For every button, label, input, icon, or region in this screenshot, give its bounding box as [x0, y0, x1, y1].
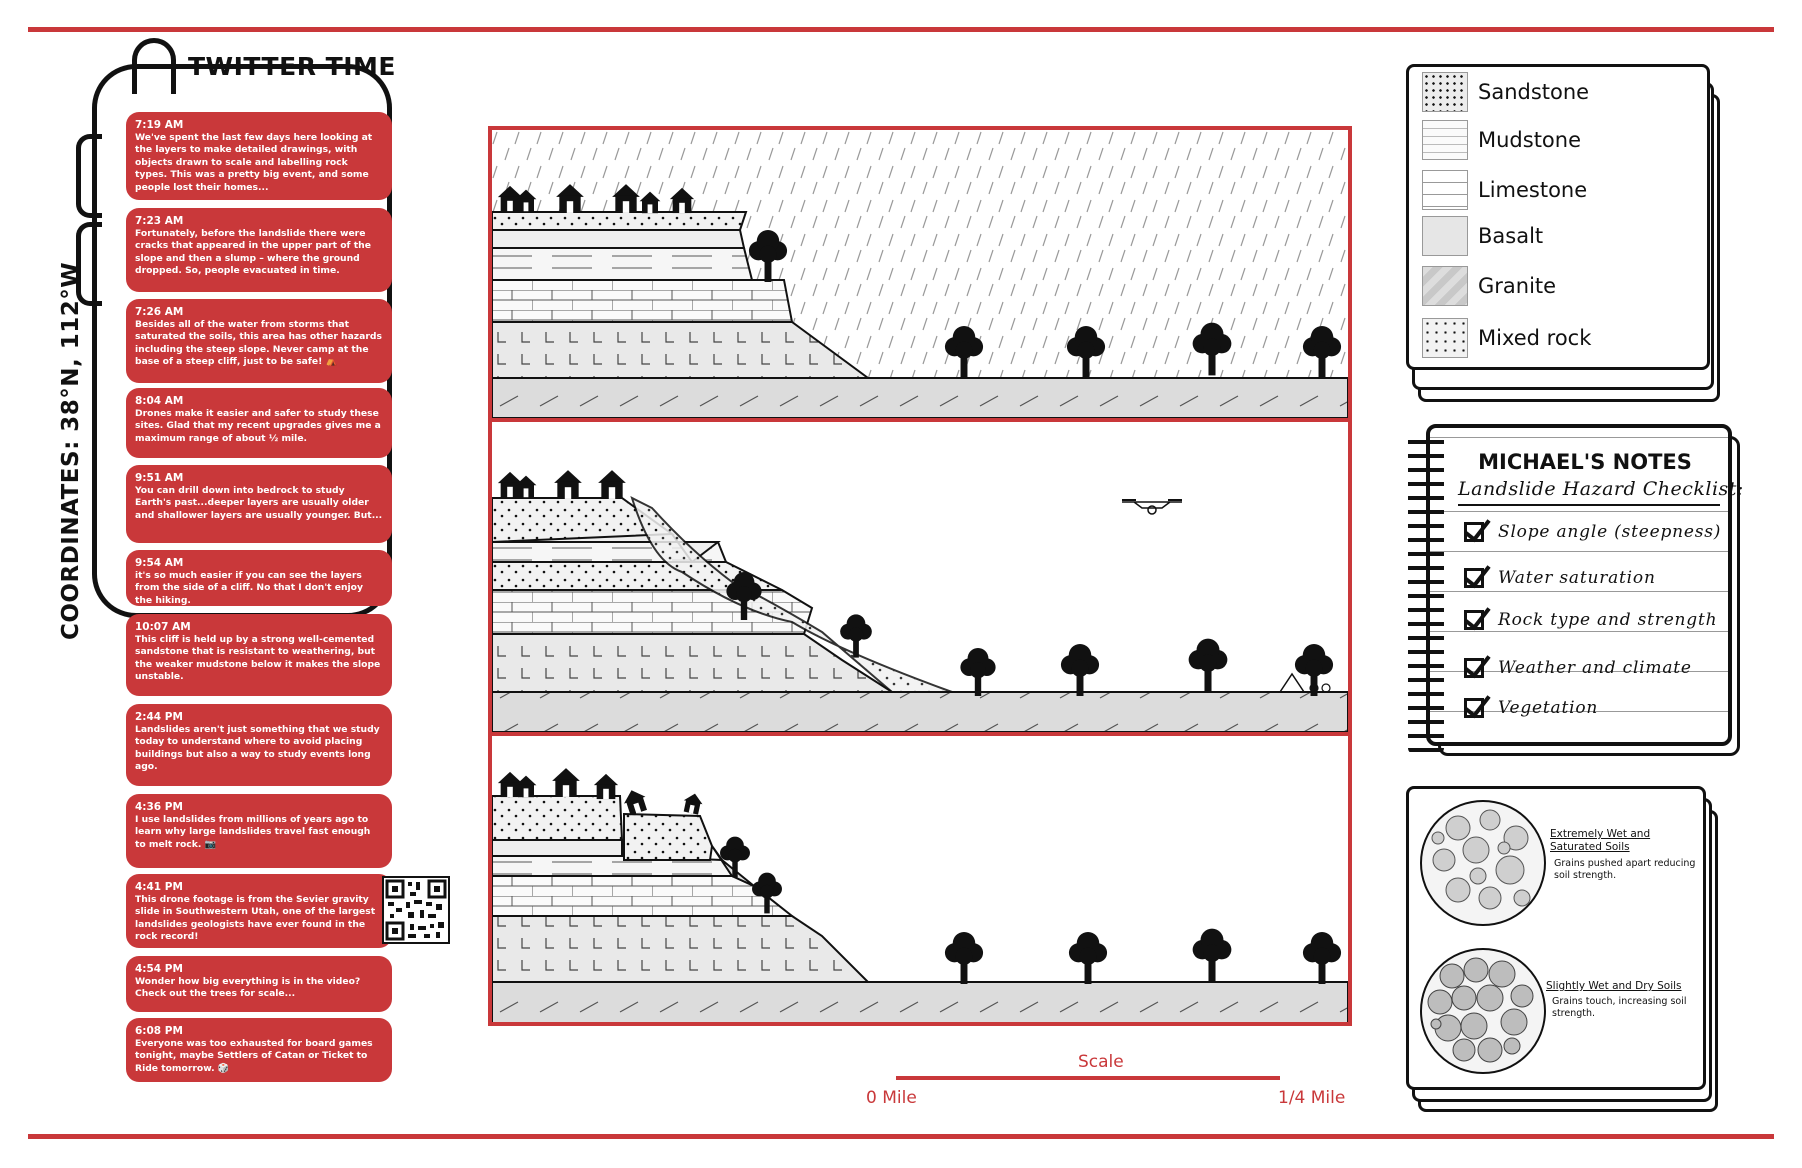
- tweet-text: I use landslides from millions of years …: [135, 814, 371, 850]
- legend-label: Limestone: [1478, 178, 1588, 202]
- scale-end-label: 1/4 Mile: [1278, 1088, 1346, 1108]
- wet-soil-diagram: [1420, 800, 1546, 926]
- panel-landslide: [492, 768, 1348, 1022]
- legend-label: Mixed rock: [1478, 326, 1592, 350]
- qr-code[interactable]: [382, 876, 450, 944]
- legend-label: Basalt: [1478, 224, 1544, 248]
- tweet-time: 9:54 AM: [135, 557, 184, 569]
- tweet-11[interactable]: 4:54 PM Wonder how big everything is in …: [126, 956, 392, 1012]
- tweet-1[interactable]: 7:19 AM We've spent the last few days he…: [126, 112, 392, 200]
- twitter-title: TWITTER TIME: [188, 52, 396, 81]
- granite-swatch-icon: [1422, 266, 1468, 306]
- legend-item-limestone: Limestone: [1422, 168, 1587, 212]
- checklist-item-slope: Slope angle (steepness): [1464, 522, 1721, 542]
- bottom-border-line: [28, 1134, 1774, 1139]
- tweet-text: Besides all of the water from storms tha…: [135, 319, 382, 368]
- tweet-time: 4:41 PM: [135, 881, 183, 893]
- tweet-time: 2:44 PM: [135, 711, 183, 723]
- notes-subtitle: Landslide Hazard Checklist:: [1458, 478, 1744, 500]
- legend-item-mixed-rock: Mixed rock: [1422, 316, 1591, 360]
- checklist-label: Water saturation: [1498, 568, 1656, 588]
- tweet-text: Landslides aren't just something that we…: [135, 724, 380, 773]
- legend-item-mudstone: Mudstone: [1422, 118, 1581, 162]
- tweet-2[interactable]: 7:23 AM Fortunately, before the landslid…: [126, 208, 392, 292]
- scale-title: Scale: [1078, 1052, 1124, 1072]
- tweet-time: 10:07 AM: [135, 621, 191, 633]
- sandstone-swatch-icon: [1422, 72, 1468, 112]
- tweet-12[interactable]: 6:08 PM Everyone was too exhausted for b…: [126, 1018, 392, 1082]
- tweet-10[interactable]: 4:41 PM This drone footage is from the S…: [126, 874, 392, 948]
- checked-box-icon: [1464, 522, 1484, 542]
- spiral-binding: [1408, 434, 1444, 754]
- landslide-sequence-figure: [488, 126, 1352, 1026]
- wet-soil-title: Extremely Wet and Saturated Soils: [1550, 828, 1651, 853]
- checklist-item-rock: Rock type and strength: [1464, 610, 1717, 630]
- legend-label: Sandstone: [1478, 80, 1590, 104]
- tweet-text: This drone footage is from the Sevier gr…: [135, 894, 376, 943]
- checklist-label: Rock type and strength: [1498, 610, 1718, 630]
- tweet-text: Fortunately, before the landslide there …: [135, 228, 371, 277]
- tweet-time: 4:54 PM: [135, 963, 183, 975]
- mudstone-swatch-icon: [1422, 120, 1468, 160]
- tweet-time: 4:36 PM: [135, 801, 183, 813]
- phone-side-button: [76, 134, 102, 218]
- panel-slump: [492, 470, 1348, 736]
- panel-before-landslide: [492, 130, 1348, 422]
- legend-item-granite: Granite: [1422, 264, 1556, 308]
- tweet-7[interactable]: 10:07 AM This cliff is held up by a stro…: [126, 614, 392, 696]
- tweet-text: Everyone was too exhausted for board gam…: [135, 1038, 373, 1074]
- legend-item-sandstone: Sandstone: [1422, 70, 1589, 114]
- legend-label: Granite: [1478, 274, 1557, 298]
- checklist-label: Slope angle (steepness): [1498, 522, 1722, 542]
- legend-item-basalt: Basalt: [1422, 214, 1543, 258]
- tweet-time: 8:04 AM: [135, 395, 184, 407]
- tent-icon: [1278, 672, 1306, 693]
- dry-soil-text: Grains touch, increasing soil strength.: [1552, 996, 1687, 1019]
- checklist-label: Weather and climate: [1498, 658, 1692, 678]
- coordinates-label: COORDINATES: 38°N, 112°W: [58, 261, 84, 640]
- phone-side-button: [76, 222, 102, 306]
- checklist-item-weather: Weather and climate: [1464, 658, 1692, 678]
- tweet-6[interactable]: 9:54 AM it's so much easier if you can s…: [126, 550, 392, 606]
- checked-box-icon: [1464, 698, 1484, 718]
- tweet-text: This cliff is held up by a strong well-c…: [135, 634, 381, 683]
- tweet-time: 7:23 AM: [135, 215, 184, 227]
- wet-soil-text: Grains pushed apart reducing soil streng…: [1554, 858, 1696, 881]
- scale-bar: [896, 1076, 1280, 1080]
- tweet-time: 9:51 AM: [135, 472, 184, 484]
- tweet-9[interactable]: 4:36 PM I use landslides from millions o…: [126, 794, 392, 868]
- tweet-time: 7:19 AM: [135, 119, 184, 131]
- checklist-item-water: Water saturation: [1464, 568, 1656, 588]
- tweet-text: We've spent the last few days here looki…: [135, 132, 373, 193]
- basalt-swatch-icon: [1422, 216, 1468, 256]
- tweet-text: You can drill down into bedrock to study…: [135, 485, 383, 521]
- mixed-rock-swatch-icon: [1422, 318, 1468, 358]
- limestone-swatch-icon: [1422, 170, 1468, 210]
- top-border-line: [28, 27, 1774, 32]
- dry-soil-diagram: [1420, 948, 1546, 1074]
- tweet-time: 7:26 AM: [135, 306, 184, 318]
- tweet-time: 6:08 PM: [135, 1025, 183, 1037]
- dry-soil-title: Slightly Wet and Dry Soils: [1546, 980, 1682, 992]
- tweet-8[interactable]: 2:44 PM Landslides aren't just something…: [126, 704, 392, 786]
- tweet-text: Wonder how big everything is in the vide…: [135, 976, 361, 1000]
- checked-box-icon: [1464, 658, 1484, 678]
- checklist-item-vegetation: Vegetation: [1464, 698, 1598, 718]
- tweet-4[interactable]: 8:04 AM Drones make it easier and safer …: [126, 388, 392, 458]
- drone-icon: [1122, 499, 1182, 515]
- notes-title: MICHAEL'S NOTES: [1478, 450, 1692, 474]
- checked-box-icon: [1464, 610, 1484, 630]
- notes-subtitle-underline: [1458, 504, 1720, 506]
- tweet-text: it's so much easier if you can see the l…: [135, 570, 363, 606]
- checklist-label: Vegetation: [1498, 698, 1599, 718]
- legend-label: Mudstone: [1478, 128, 1582, 152]
- tweet-5[interactable]: 9:51 AM You can drill down into bedrock …: [126, 465, 392, 543]
- scale-start-label: 0 Mile: [866, 1088, 917, 1108]
- tweet-text: Drones make it easier and safer to study…: [135, 408, 381, 444]
- tweet-3[interactable]: 7:26 AM Besides all of the water from st…: [126, 299, 392, 383]
- checked-box-icon: [1464, 568, 1484, 588]
